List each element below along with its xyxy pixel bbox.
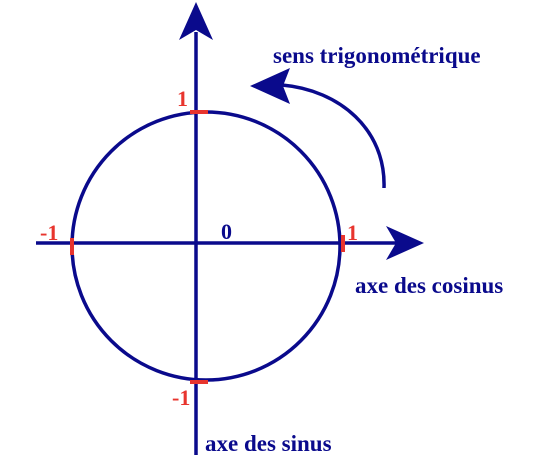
direction-label: sens trigonométrique bbox=[273, 43, 481, 68]
sine-axis-arrowhead bbox=[179, 2, 213, 40]
tick-label-cos-negative: -1 bbox=[40, 220, 58, 245]
direction-arrow-arc bbox=[281, 83, 386, 189]
cosine-axis-label: axe des cosinus bbox=[355, 273, 503, 298]
tick-label-sin-positive: 1 bbox=[177, 86, 188, 111]
tick-label-sin-negative: -1 bbox=[172, 385, 190, 410]
cosine-axis-arrowhead bbox=[386, 226, 424, 260]
sine-axis-label: axe des sinus bbox=[205, 431, 332, 456]
unit-circle bbox=[70, 110, 342, 382]
tick-label-cos-positive: 1 bbox=[347, 220, 358, 245]
direction-arrow-head bbox=[250, 68, 290, 104]
origin-label: 0 bbox=[221, 219, 232, 244]
